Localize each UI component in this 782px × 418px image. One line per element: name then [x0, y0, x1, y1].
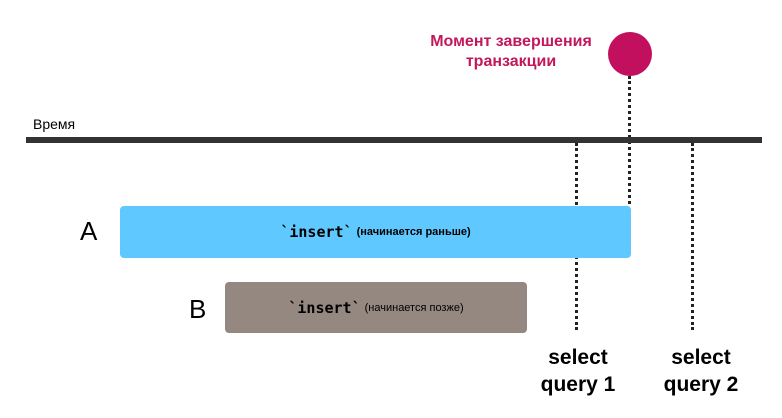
- commit-label-line-1: Момент завершения: [430, 33, 592, 50]
- time-axis: [26, 137, 762, 143]
- transaction-a-bar: `insert` (начинается раньше): [120, 206, 631, 258]
- time-axis-label: Время: [33, 116, 76, 132]
- query-1-line-2: query 1: [540, 373, 616, 396]
- row-label-a: A: [80, 216, 98, 246]
- transaction-b-note: (начинается позже): [364, 301, 464, 314]
- query-2-dotted-line: [691, 143, 694, 330]
- commit-label-line-2: транзакции: [465, 53, 557, 70]
- commit-moment-label: Момент завершения транзакции: [418, 32, 604, 72]
- commit-moment-marker: [608, 32, 652, 76]
- query-1-line-1: select: [548, 346, 608, 369]
- transaction-b-code: `insert`: [288, 298, 361, 317]
- transaction-a-note: (начинается раньше): [356, 226, 471, 238]
- row-label-b: B: [189, 294, 207, 324]
- transaction-b-bar: `insert` (начинается позже): [225, 282, 527, 333]
- select-query-2-label: select query 2: [646, 344, 756, 398]
- select-query-1-label: select query 1: [523, 344, 633, 398]
- query-2-line-2: query 2: [663, 373, 739, 396]
- query-2-line-1: select: [671, 346, 731, 369]
- transaction-a-code: `insert`: [280, 223, 353, 241]
